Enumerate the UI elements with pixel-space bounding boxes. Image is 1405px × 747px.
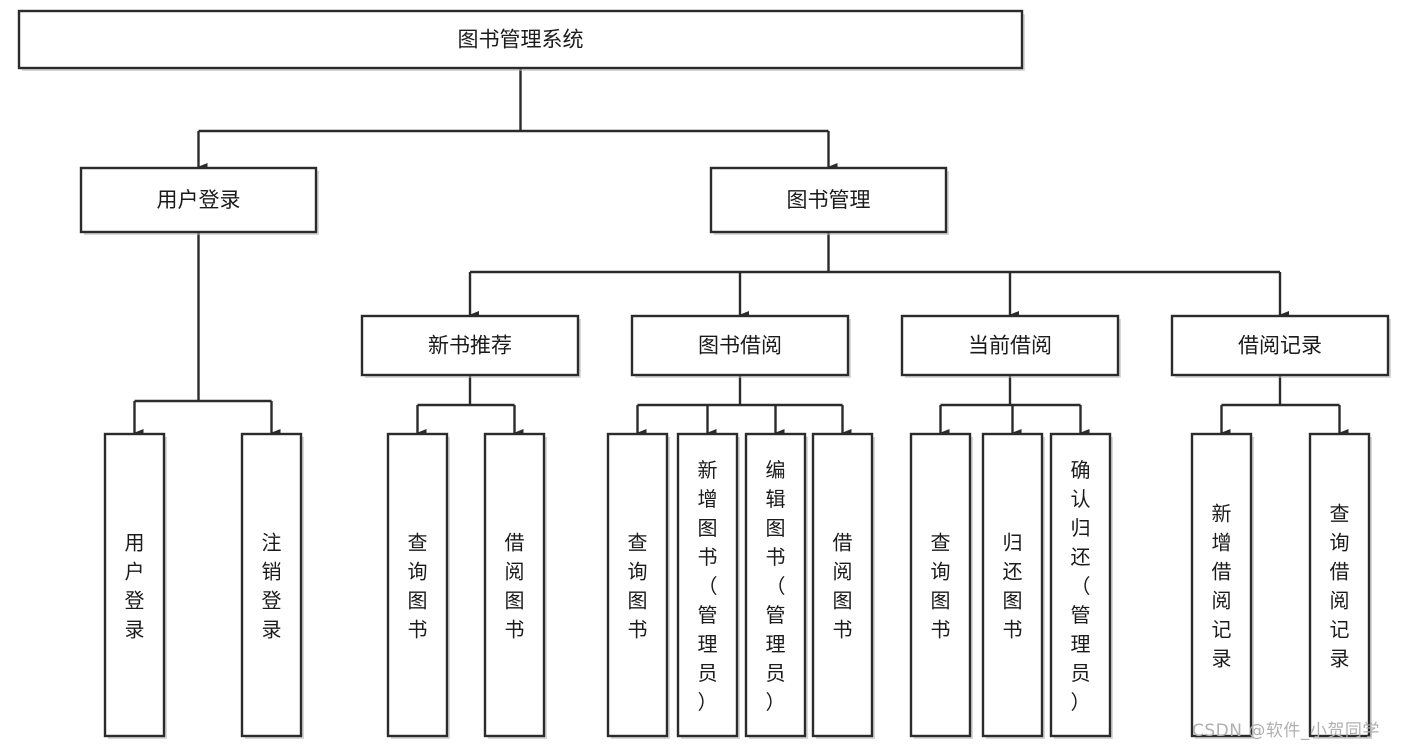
node-leaf-归还图书-9[interactable]: 归还图书 bbox=[981, 432, 1045, 739]
node-leaf-借阅图书-7[interactable]: 借阅图书 bbox=[811, 432, 875, 739]
node-leaf-借阅图书-3[interactable]: 借阅图书 bbox=[483, 432, 547, 739]
node-label: 查询图书 bbox=[408, 531, 428, 642]
node-rect bbox=[630, 314, 850, 377]
node-label: 确认归还（管理员） bbox=[1071, 458, 1091, 714]
node-rect bbox=[709, 166, 948, 234]
node-level3-借阅记录-3[interactable]: 借阅记录 bbox=[1170, 314, 1391, 378]
node-rect bbox=[386, 432, 449, 738]
node-rect bbox=[981, 432, 1044, 738]
node-rect bbox=[1308, 432, 1371, 738]
node-label: 查询图书 bbox=[931, 531, 951, 642]
node-level2-图书管理-1[interactable]: 图书管理 bbox=[709, 166, 949, 235]
watermark-text: CSDN @软件_小贺同学 bbox=[1192, 721, 1380, 741]
node-rect bbox=[1190, 432, 1253, 738]
node-label: 新增借阅记录 bbox=[1212, 502, 1232, 671]
node-leaf-编辑图书管理员-6[interactable]: 编辑图书（管理员） bbox=[744, 432, 808, 739]
node-label: 新增图书（管理员） bbox=[698, 458, 718, 714]
node-label: 归还图书 bbox=[1003, 531, 1023, 642]
node-level3-图书借阅-1[interactable]: 图书借阅 bbox=[630, 314, 851, 378]
node-leaf-确认归还管理员-10[interactable]: 确认归还（管理员） bbox=[1049, 432, 1113, 739]
node-rect bbox=[79, 166, 318, 234]
node-leaf-查询图书-8[interactable]: 查询图书 bbox=[909, 432, 973, 739]
node-label: 当前借阅 bbox=[968, 334, 1052, 358]
node-label: 新书推荐 bbox=[428, 334, 512, 358]
node-leaf-新增借阅记录-11[interactable]: 新增借阅记录 bbox=[1190, 432, 1254, 739]
node-rect bbox=[676, 432, 739, 738]
node-label: 借阅图书 bbox=[505, 531, 525, 642]
node-label: 借阅记录 bbox=[1238, 334, 1322, 358]
node-label: 注销登录 bbox=[262, 531, 282, 642]
node-rect bbox=[606, 432, 669, 738]
node-rect bbox=[744, 432, 807, 738]
node-label: 图书管理 bbox=[787, 188, 871, 212]
node-level2-用户登录-0[interactable]: 用户登录 bbox=[79, 166, 319, 235]
node-level3-新书推荐-0[interactable]: 新书推荐 bbox=[360, 314, 581, 378]
node-label: 查询借阅记录 bbox=[1330, 502, 1350, 671]
node-leaf-查询图书-2[interactable]: 查询图书 bbox=[386, 432, 450, 739]
node-root-图书管理系统-0[interactable]: 图书管理系统 bbox=[17, 9, 1025, 71]
node-rect bbox=[360, 314, 580, 377]
node-label: 图书借阅 bbox=[698, 334, 782, 358]
node-rect bbox=[103, 432, 166, 738]
connector-links bbox=[133, 68, 1349, 438]
node-rect bbox=[1049, 432, 1112, 738]
node-rect bbox=[811, 432, 874, 738]
node-label: 用户登录 bbox=[157, 188, 241, 212]
node-rect bbox=[909, 432, 972, 738]
node-label: 借阅图书 bbox=[833, 531, 853, 642]
node-label: 用户登录 bbox=[125, 531, 145, 642]
node-leaf-注销登录-1[interactable]: 注销登录 bbox=[240, 432, 304, 739]
node-rect bbox=[240, 432, 303, 738]
node-leaf-查询图书-4[interactable]: 查询图书 bbox=[606, 432, 670, 739]
node-rect bbox=[483, 432, 546, 738]
node-rect bbox=[1170, 314, 1390, 377]
node-boxes: 图书管理系统用户登录图书管理新书推荐图书借阅当前借阅借阅记录用户登录注销登录查询… bbox=[17, 9, 1391, 739]
node-leaf-查询借阅记录-12[interactable]: 查询借阅记录 bbox=[1308, 432, 1372, 739]
node-leaf-用户登录-0[interactable]: 用户登录 bbox=[103, 432, 167, 739]
node-label: 编辑图书（管理员） bbox=[766, 458, 786, 714]
node-rect bbox=[900, 314, 1120, 377]
node-leaf-新增图书管理员-5[interactable]: 新增图书（管理员） bbox=[676, 432, 740, 739]
node-label: 查询图书 bbox=[628, 531, 648, 642]
node-rect bbox=[17, 9, 1024, 70]
node-level3-当前借阅-2[interactable]: 当前借阅 bbox=[900, 314, 1121, 378]
node-label: 图书管理系统 bbox=[458, 28, 584, 52]
